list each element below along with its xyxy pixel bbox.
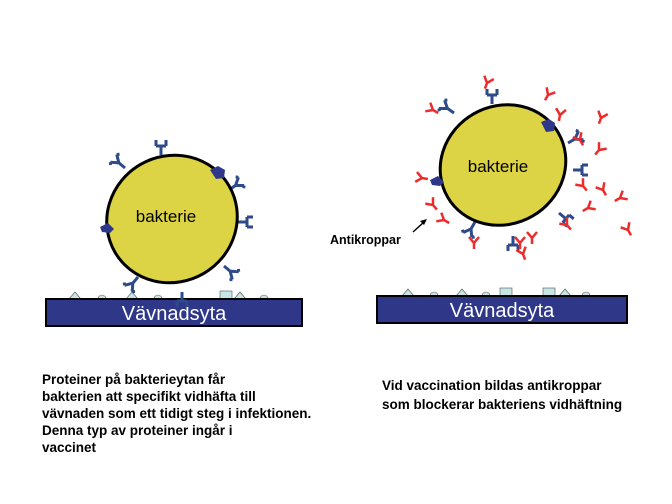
protein-blob (100, 223, 114, 233)
tissue-label: Vävnadsyta (450, 300, 555, 322)
adhesin-icon (437, 98, 455, 115)
right-caption: Vid vaccination bildas antikroppar som b… (382, 376, 622, 414)
caption-line: bakterien att specifikt vidhäfta till (42, 389, 256, 404)
antibody-icon (555, 107, 567, 122)
right-panel: Vävnadsyta bakterie Antikroppar (330, 75, 633, 324)
antibody-icon (515, 246, 527, 261)
bacterial-adhesins (108, 140, 253, 307)
antibody-icon (425, 197, 438, 211)
antibody-icon (595, 182, 608, 196)
antibodies (414, 75, 633, 261)
caption-line: Denna typ av proteiner ingår i (42, 423, 233, 438)
caption-line: som blockerar bakteriens vidhäftning (382, 397, 623, 412)
antibody-icon (597, 110, 609, 125)
antibody-icon (575, 178, 588, 192)
antibody-icon (620, 222, 633, 236)
bacterium (105, 153, 239, 285)
antibody-icon (414, 171, 429, 183)
antibody-icon (468, 236, 480, 249)
protein-blob (210, 166, 225, 179)
adhesin-icon (154, 140, 168, 155)
surface-molecule (68, 291, 82, 300)
protein-blob (430, 176, 444, 186)
arrowhead-icon (420, 219, 427, 225)
antibody-icon (543, 87, 556, 101)
antibody-icon (582, 200, 596, 213)
surface-molecule (558, 288, 572, 297)
surface-molecule (401, 288, 415, 297)
antibody-icon (425, 102, 439, 115)
bacterium-label: bakterie (136, 207, 196, 226)
adhesin-icon (506, 236, 520, 251)
surface-molecule (542, 287, 556, 297)
adhesin-icon (108, 152, 126, 170)
bacterial-adhesins (437, 89, 588, 251)
adhesin-icon (228, 175, 246, 192)
surface-molecule (455, 288, 469, 297)
adhesin-icon (175, 292, 189, 307)
antibody-icon (483, 75, 495, 90)
arrow-icon (412, 221, 425, 233)
bacterium-label: bakterie (468, 157, 528, 176)
surface-molecule (233, 291, 247, 300)
antibody-icon (559, 217, 572, 231)
antibody-icon (614, 190, 628, 203)
caption-line: vaccinet (42, 440, 97, 455)
left-panel: Vävnadsyta bakterie (45, 140, 303, 327)
adhesin-icon (223, 264, 241, 282)
left-caption: Proteiner på bakterieytan får bakterien … (42, 371, 311, 456)
tissue-surface (45, 298, 303, 327)
tissue-surface (376, 295, 628, 324)
tissue-label: Vävnadsyta (122, 303, 227, 325)
antibody-label: Antikroppar (330, 233, 401, 247)
surface-molecule (219, 290, 233, 300)
adhesin-icon (122, 276, 140, 294)
antibody-icon (572, 132, 585, 146)
antibody-icon (594, 142, 607, 156)
adhesin-icon (460, 221, 477, 239)
caption-line: Vid vaccination bildas antikroppar (382, 378, 602, 393)
surface-molecule (125, 291, 139, 300)
adhesin-icon (573, 163, 588, 177)
adhesin-icon (238, 215, 253, 229)
antibody-icon (514, 236, 526, 249)
caption-line: Proteiner på bakterieytan får (42, 372, 226, 387)
bacterium (438, 103, 568, 227)
antibody-icon (436, 212, 450, 225)
caption-line: vävnaden som ett tidigt steg i infektion… (42, 406, 312, 421)
adhesin-icon (485, 89, 499, 104)
protein-blob (541, 119, 555, 132)
antibody-icon (526, 231, 538, 244)
surface-molecule (499, 287, 513, 297)
